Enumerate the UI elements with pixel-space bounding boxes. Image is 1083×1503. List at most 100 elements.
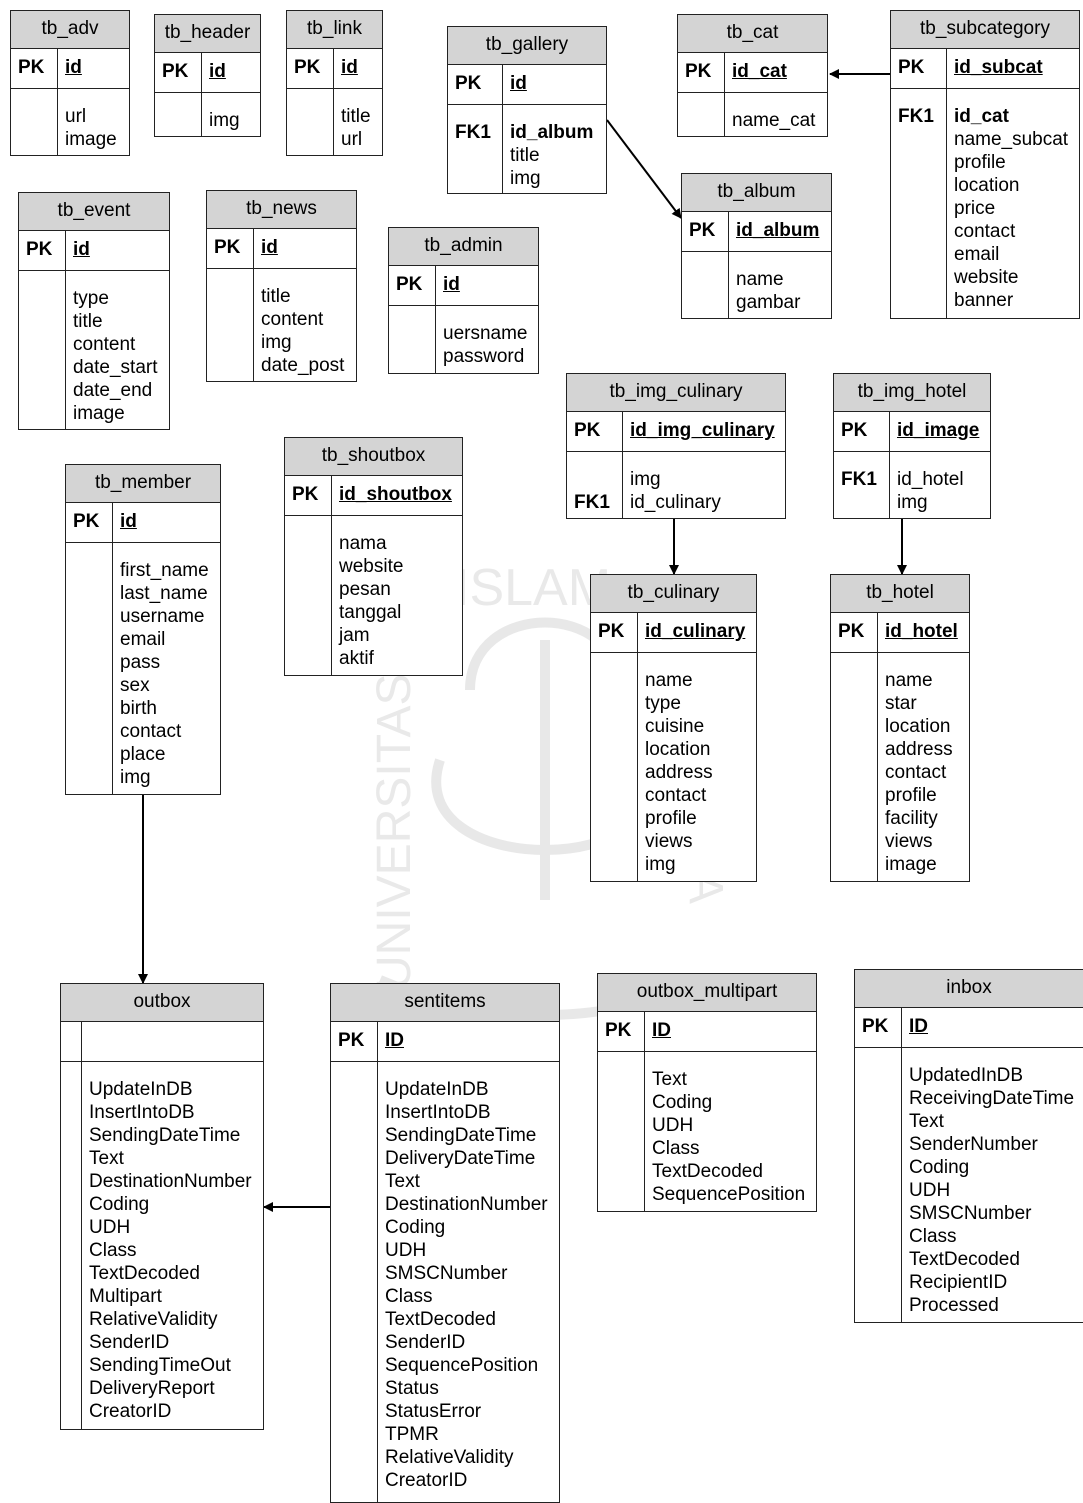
pk-label: PK (331, 1022, 378, 1061)
field: type (73, 288, 109, 309)
field: Coding (89, 1194, 150, 1215)
pk-label: PK (598, 1012, 645, 1051)
pk-label: PK (207, 229, 254, 268)
field: UDH (89, 1217, 131, 1238)
entity-title: tb_cat (678, 15, 827, 53)
field: address (885, 739, 953, 760)
entity-title: tb_hotel (831, 575, 969, 613)
pk-field: id_shoutbox (339, 484, 452, 505)
pk-field: ID (652, 1020, 671, 1041)
field: DestinationNumber (385, 1194, 548, 1215)
pk-field: id_culinary (645, 621, 746, 642)
key-column (831, 653, 878, 881)
field: name (645, 670, 693, 691)
entity-title: tb_album (682, 174, 831, 212)
field: email (120, 629, 166, 650)
field: place (120, 744, 166, 765)
field: email (954, 244, 1000, 265)
pk-label: PK (19, 231, 66, 270)
field: InsertIntoDB (385, 1102, 491, 1123)
pk-label: PK (855, 1008, 902, 1047)
field: CreatorID (89, 1401, 172, 1422)
entity-title: tb_adv (11, 11, 129, 49)
field-list: name_cat (725, 93, 815, 136)
pk-field: id (443, 274, 460, 295)
field: Class (385, 1286, 433, 1307)
fk-label: FK1 (574, 492, 610, 513)
field: RecipientID (909, 1272, 1008, 1293)
pk-field: id_hotel (885, 621, 958, 642)
field: location (645, 739, 711, 760)
entity-title: outbox (61, 984, 263, 1022)
field: banner (954, 290, 1014, 311)
pk-label: PK (831, 613, 878, 652)
key-column: FK1 (448, 105, 503, 193)
field: Class (652, 1138, 700, 1159)
field: content (261, 309, 324, 330)
pk-field (82, 1022, 89, 1061)
field: address (645, 762, 713, 783)
field: SendingDateTime (385, 1125, 537, 1146)
field: date_post (261, 355, 345, 376)
field: first_name (120, 560, 209, 581)
field: password (443, 346, 525, 367)
fk-label (574, 468, 622, 491)
key-column: FK1 (567, 452, 623, 518)
field: Status (385, 1378, 439, 1399)
pk-label: PK (891, 49, 947, 88)
key-column (682, 252, 729, 318)
field: profile (954, 152, 1006, 173)
field: img (897, 492, 928, 513)
key-column: FK1 (834, 452, 890, 518)
entity-title: tb_shoutbox (285, 438, 462, 476)
attributes-row: name_cat (678, 93, 827, 136)
entity-title: tb_admin (389, 228, 538, 266)
primary-key-row: PK id (207, 229, 356, 269)
attributes-row: img (155, 93, 260, 136)
field: cuisine (645, 716, 705, 737)
entity-title: tb_culinary (591, 575, 756, 613)
entity-title: tb_subcategory (891, 11, 1079, 49)
field: img (510, 168, 541, 189)
field: pesan (339, 579, 391, 600)
pk-label: PK (834, 412, 890, 451)
field: Text (652, 1069, 687, 1090)
field: tanggal (339, 602, 402, 623)
field: location (885, 716, 951, 737)
field: title (73, 311, 103, 332)
field: url (341, 129, 363, 150)
fk-label: FK1 (841, 469, 877, 490)
field: gambar (736, 292, 801, 313)
field: star (885, 693, 917, 714)
entity-title: sentitems (331, 984, 559, 1022)
pk-field: id (261, 237, 278, 258)
pk-label: PK (448, 65, 503, 104)
key-column (19, 271, 66, 429)
field: content (73, 334, 136, 355)
field: img (120, 767, 151, 788)
field: UDH (652, 1115, 694, 1136)
field: InsertIntoDB (89, 1102, 195, 1123)
